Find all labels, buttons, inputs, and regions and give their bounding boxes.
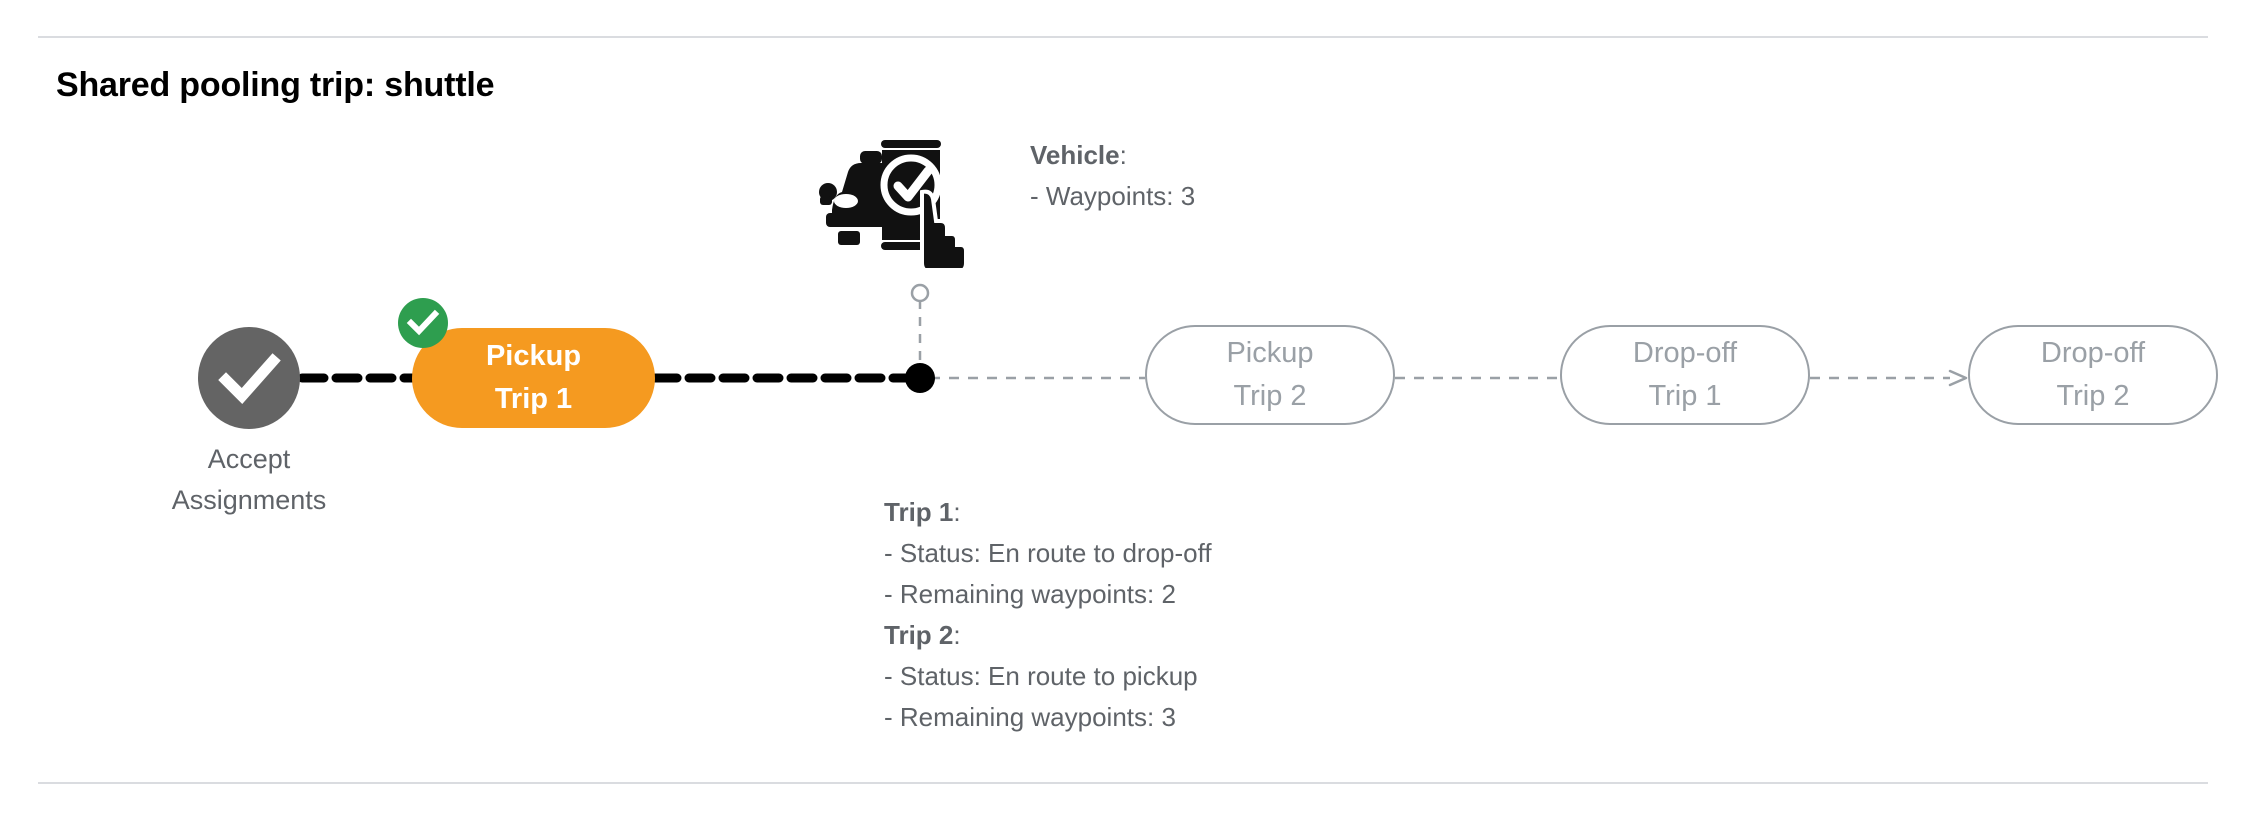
connector-arrowhead [1948, 369, 1968, 387]
accept-assignments-label: Accept Assignments [138, 439, 360, 521]
vehicle-leader-ring [910, 283, 930, 303]
trip-2-heading-row: Trip 2: [884, 615, 1212, 656]
accept-label-line2: Assignments [171, 485, 327, 515]
vehicle-annotation-colon: : [1119, 140, 1127, 170]
vehicle-waypoints-line: - Waypoints: 3 [1030, 181, 1196, 211]
vehicle-annotation: Vehicle: - Waypoints: 3 [1030, 135, 1195, 217]
top-divider [38, 36, 2208, 38]
dropoff-trip-2-line2: Trip 2 [2056, 380, 2130, 412]
vehicle-annotation-heading: Vehicle [1030, 140, 1120, 170]
trip-1-heading: Trip 1 [884, 497, 954, 527]
pickup-trip-1-line2: Trip 1 [494, 383, 573, 415]
node-dropoff-trip-2[interactable]: Drop-off Trip 2 [1968, 325, 2218, 425]
trips-annotation: Trip 1: - Status: En route to drop-off -… [884, 492, 1212, 738]
trip-1-heading-row: Trip 1: [884, 492, 1212, 533]
check-icon [406, 309, 440, 336]
trip-2-heading: Trip 2 [884, 620, 954, 650]
node-pickup-trip-2[interactable]: Pickup Trip 2 [1145, 325, 1395, 425]
pickup-trip-2-line2: Trip 2 [1233, 380, 1307, 412]
trip-2-status-line: - Status: En route to pickup [884, 661, 1198, 691]
pickup-trip-1-line1: Pickup [485, 340, 582, 372]
dropoff-trip-2-line1: Drop-off [2040, 337, 2146, 369]
dropoff-trip-1-line1: Drop-off [1632, 337, 1738, 369]
completed-check-badge [398, 298, 448, 348]
node-accept-assignments[interactable]: Accept Assignments [172, 327, 326, 515]
trip-1-status-line: - Status: En route to drop-off [884, 538, 1212, 568]
trip-1-colon: : [953, 497, 961, 527]
check-circle-icon [218, 353, 281, 405]
node-dropoff-trip-1[interactable]: Drop-off Trip 1 [1560, 325, 1810, 425]
current-position-dot [905, 363, 935, 393]
page-title: Shared pooling trip: shuttle [56, 66, 495, 104]
dropoff-trip-1-line2: Trip 1 [1648, 380, 1722, 412]
bottom-divider [38, 782, 2208, 784]
accept-assignments-circle [198, 327, 300, 429]
vehicle-app-check-icon [818, 118, 968, 268]
trip-2-waypoints-line: - Remaining waypoints: 3 [884, 702, 1176, 732]
pickup-trip-2-line1: Pickup [1226, 337, 1314, 369]
node-pickup-trip-1[interactable]: Pickup Trip 1 [412, 328, 655, 428]
trip-1-waypoints-line: - Remaining waypoints: 2 [884, 579, 1176, 609]
accept-label-line1: Accept [207, 444, 291, 474]
trip-2-colon: : [953, 620, 961, 650]
vehicle-annotation-heading-row: Vehicle: [1030, 135, 1195, 176]
